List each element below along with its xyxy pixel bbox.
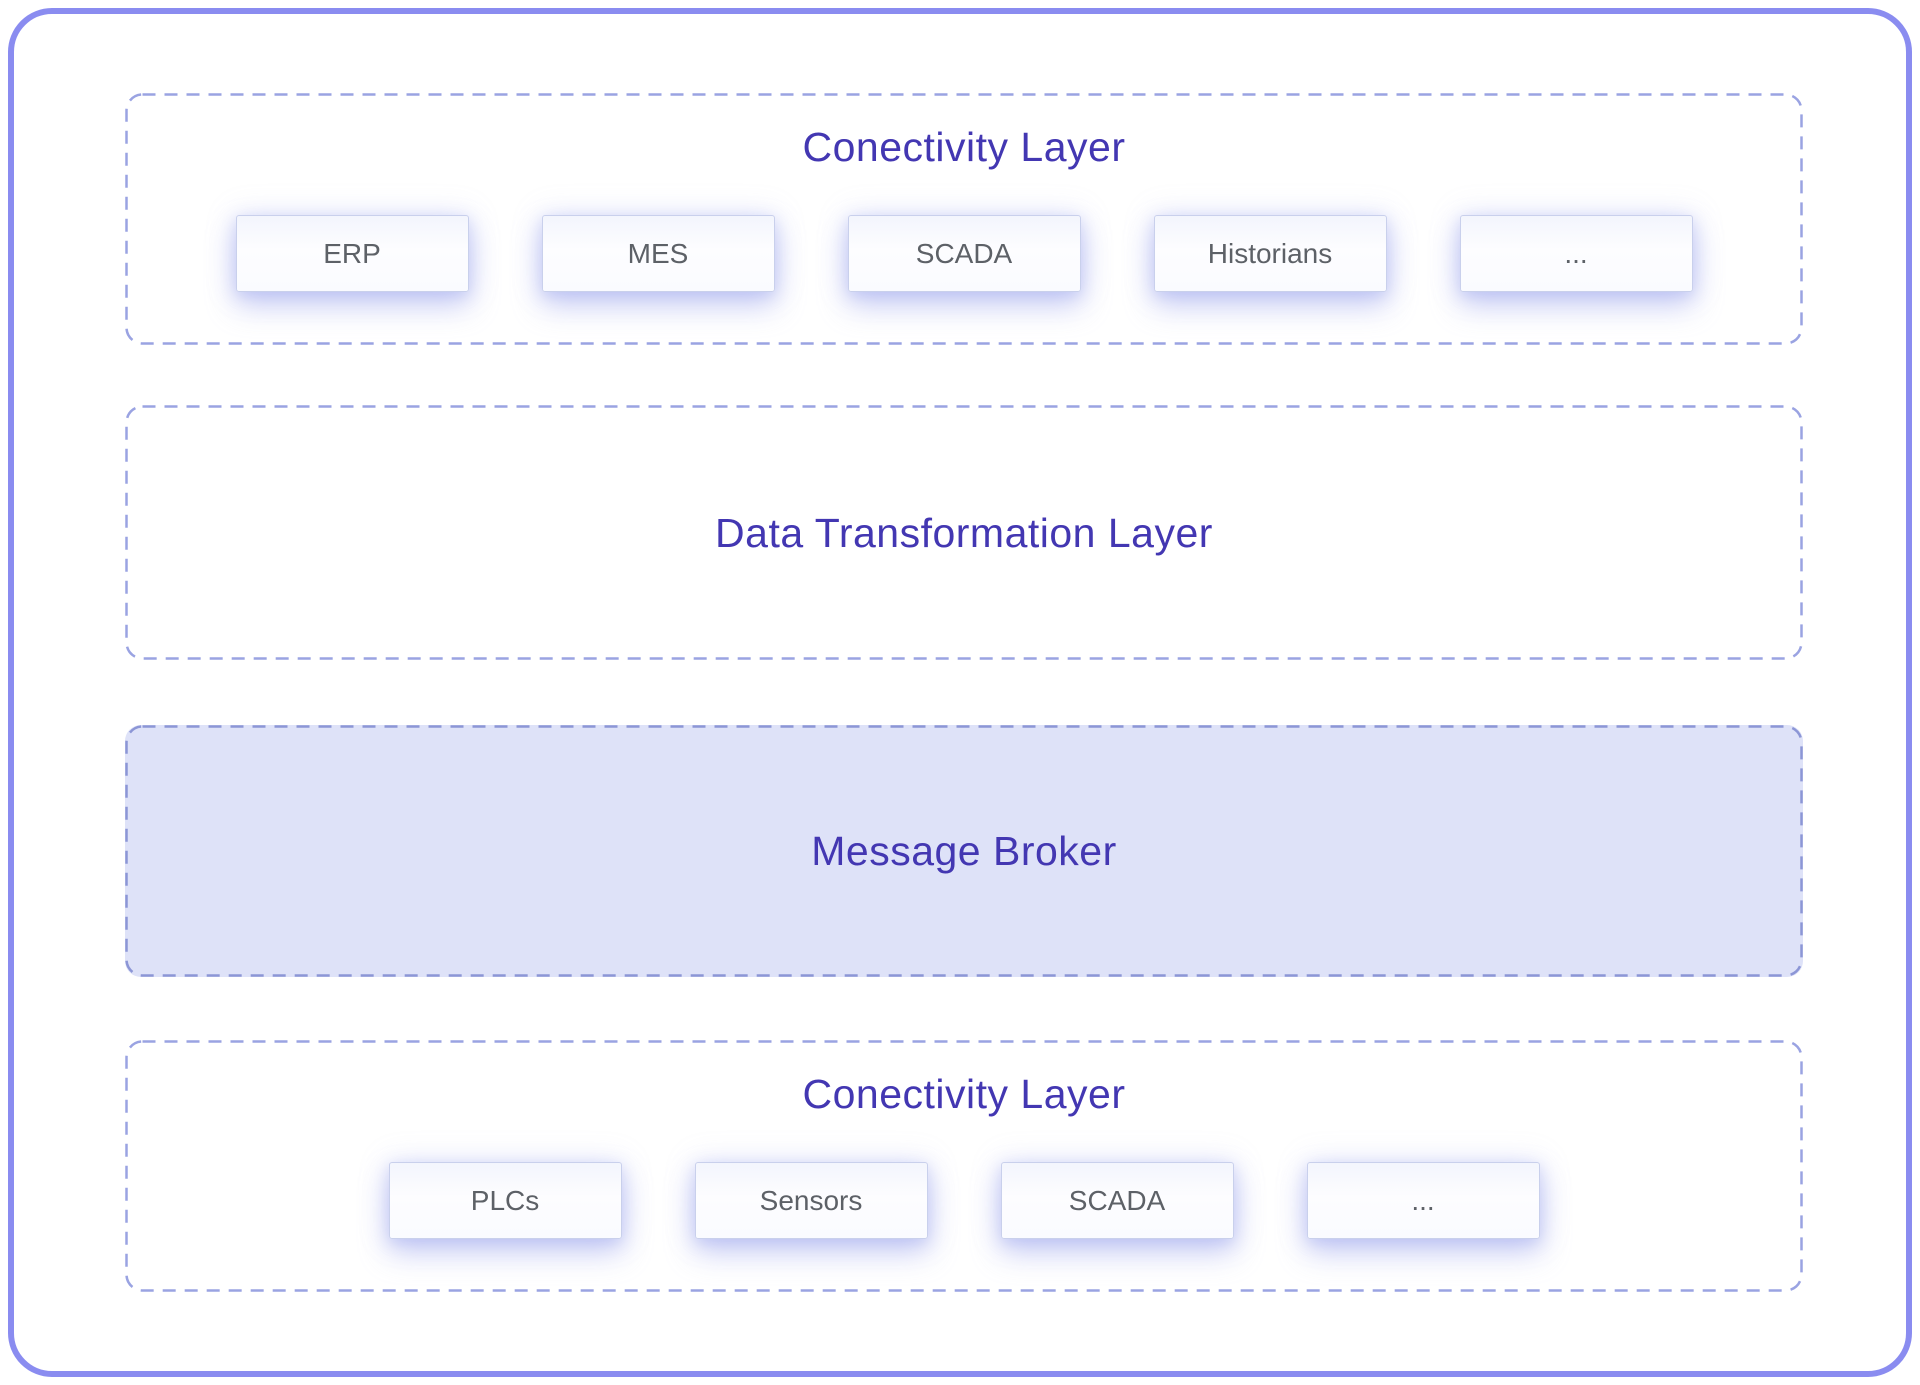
node-mes: MES [541, 215, 775, 292]
node-row-top: ERP MES SCADA Historians ... [125, 215, 1803, 292]
layer-connectivity-top: Conectivity Layer ERP MES SCADA Historia… [125, 93, 1803, 345]
node-sensors: Sensors [694, 1162, 928, 1239]
node-historians: Historians [1153, 215, 1387, 292]
node-ellipsis-top: ... [1459, 215, 1693, 292]
node-row-bottom: PLCs Sensors SCADA ... [125, 1162, 1803, 1239]
layer-connectivity-bottom: Conectivity Layer PLCs Sensors SCADA ... [125, 1040, 1803, 1292]
layer-data-transformation: Data Transformation Layer [125, 405, 1803, 660]
layer-title-data-transformation: Data Transformation Layer [715, 509, 1213, 556]
node-scada-top: SCADA [847, 215, 1081, 292]
layer-message-broker: Message Broker [125, 725, 1803, 977]
node-scada-bottom: SCADA [1000, 1162, 1234, 1239]
layer-title-message-broker: Message Broker [811, 828, 1117, 874]
node-plcs: PLCs [388, 1162, 622, 1239]
layer-title-connectivity-top: Conectivity Layer [802, 124, 1126, 170]
node-erp: ERP [235, 215, 469, 292]
node-ellipsis-bottom: ... [1306, 1162, 1540, 1239]
layer-title-connectivity-bottom: Conectivity Layer [802, 1071, 1126, 1117]
